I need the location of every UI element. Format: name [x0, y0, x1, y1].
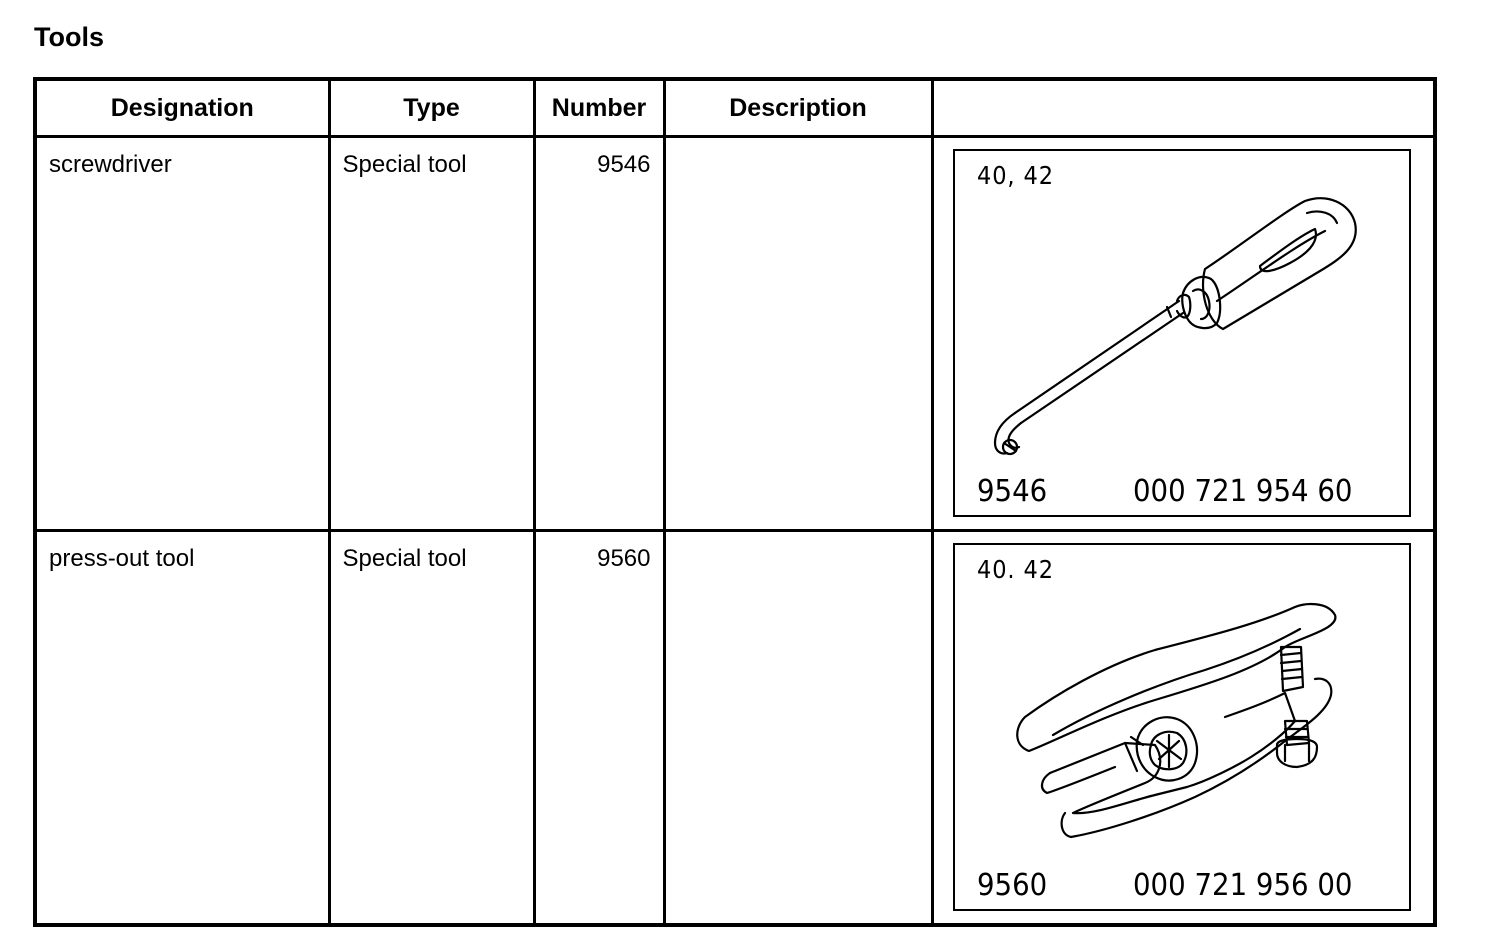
designation-cell: press-out tool [33, 529, 331, 926]
type-cell: Special tool [327, 529, 536, 926]
screwdriver-drawing-icon [993, 197, 1357, 456]
table-row: screwdriver Special tool 9546 40, 42 [33, 135, 1437, 532]
column-header-image [930, 77, 1437, 138]
figure-part-number: 000 721 954 60 [1132, 474, 1352, 509]
figure-part-number: 000 721 956 00 [1132, 868, 1352, 903]
column-header-description: Description [662, 77, 934, 138]
image-cell: 40, 42 [930, 135, 1437, 532]
page-title: Tools [34, 22, 104, 52]
figure-tool-number: 9560 [976, 868, 1047, 903]
number-cell: 9560 [532, 529, 666, 926]
image-cell: 40. 42 [930, 529, 1437, 926]
type-cell: Special tool [327, 135, 536, 532]
column-header-number: Number [532, 77, 666, 138]
tool-figure: 40. 42 [952, 543, 1411, 911]
column-header-type: Type [327, 77, 536, 138]
figure-tool-number: 9546 [976, 474, 1047, 509]
description-cell [662, 135, 934, 532]
description-cell [662, 529, 934, 926]
figure-reference: 40. 42 [976, 555, 1054, 584]
column-header-designation: Designation [33, 77, 331, 138]
press-out-tool-drawing-icon [1015, 602, 1336, 839]
table-row: press-out tool Special tool 9560 40. 42 [33, 529, 1437, 926]
header-row: Designation Type Number Description [33, 77, 1437, 138]
figure-reference: 40, 42 [976, 161, 1054, 190]
tool-figure: 40, 42 [952, 149, 1411, 517]
tools-table: Designation Type Number Description scre… [33, 77, 1437, 927]
designation-cell: screwdriver [33, 135, 331, 532]
number-cell: 9546 [532, 135, 666, 532]
